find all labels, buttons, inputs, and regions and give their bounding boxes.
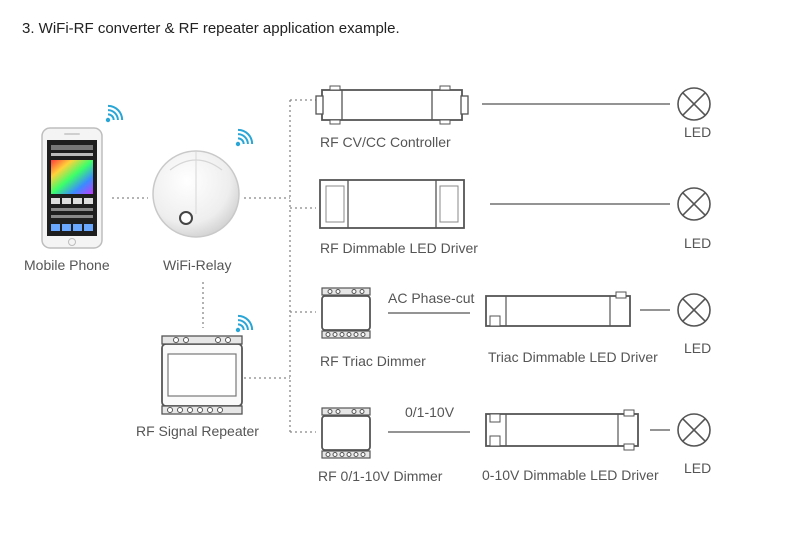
- dimmer-icon: [321, 287, 371, 339]
- wifi-icon: [228, 311, 257, 340]
- smartphone-icon: [41, 127, 103, 249]
- page-title: 3. WiFi-RF converter & RF repeater appli…: [22, 20, 400, 37]
- row-4-controller-label: RF 0/1-10V Dimmer: [318, 468, 443, 484]
- wifi-icon: [228, 125, 257, 154]
- row-2-load-label: LED: [684, 235, 712, 251]
- lamp-icon: [677, 187, 711, 221]
- driver-icon: [485, 291, 631, 327]
- row-2-controller-label: RF Dimmable LED Driver: [320, 240, 478, 256]
- row-3-signal-label: AC Phase-cut: [388, 290, 475, 306]
- lamp-icon: [677, 413, 711, 447]
- row-3-driver-label: Triac Dimmable LED Driver: [488, 349, 658, 365]
- relay-icon: [152, 150, 240, 238]
- lamp-icon: [677, 293, 711, 327]
- lamp-icon: [677, 87, 711, 121]
- phone-label: Mobile Phone: [24, 257, 110, 273]
- wifi-icon: [98, 101, 127, 130]
- dimmer-icon: [321, 407, 371, 459]
- driver-icon: [485, 409, 639, 451]
- row-4-load-label: LED: [684, 460, 712, 476]
- repeater-label: RF Signal Repeater: [136, 423, 259, 439]
- row-3-load-label: LED: [684, 340, 712, 356]
- repeater-icon: [161, 335, 243, 415]
- row-3-controller-label: RF Triac Dimmer: [320, 353, 426, 369]
- dotted-links: [112, 99, 316, 433]
- row-1-controller-label: RF CV/CC Controller: [320, 134, 451, 150]
- row-1-load-label: LED: [684, 124, 712, 140]
- driver-icon: [319, 179, 465, 229]
- controller-icon: [315, 85, 469, 125]
- row-4-driver-label: 0-10V Dimmable LED Driver: [482, 467, 659, 483]
- relay-label: WiFi-Relay: [163, 257, 232, 273]
- row-4-signal-label: 0/1-10V: [405, 404, 455, 420]
- solid-links: [388, 103, 670, 433]
